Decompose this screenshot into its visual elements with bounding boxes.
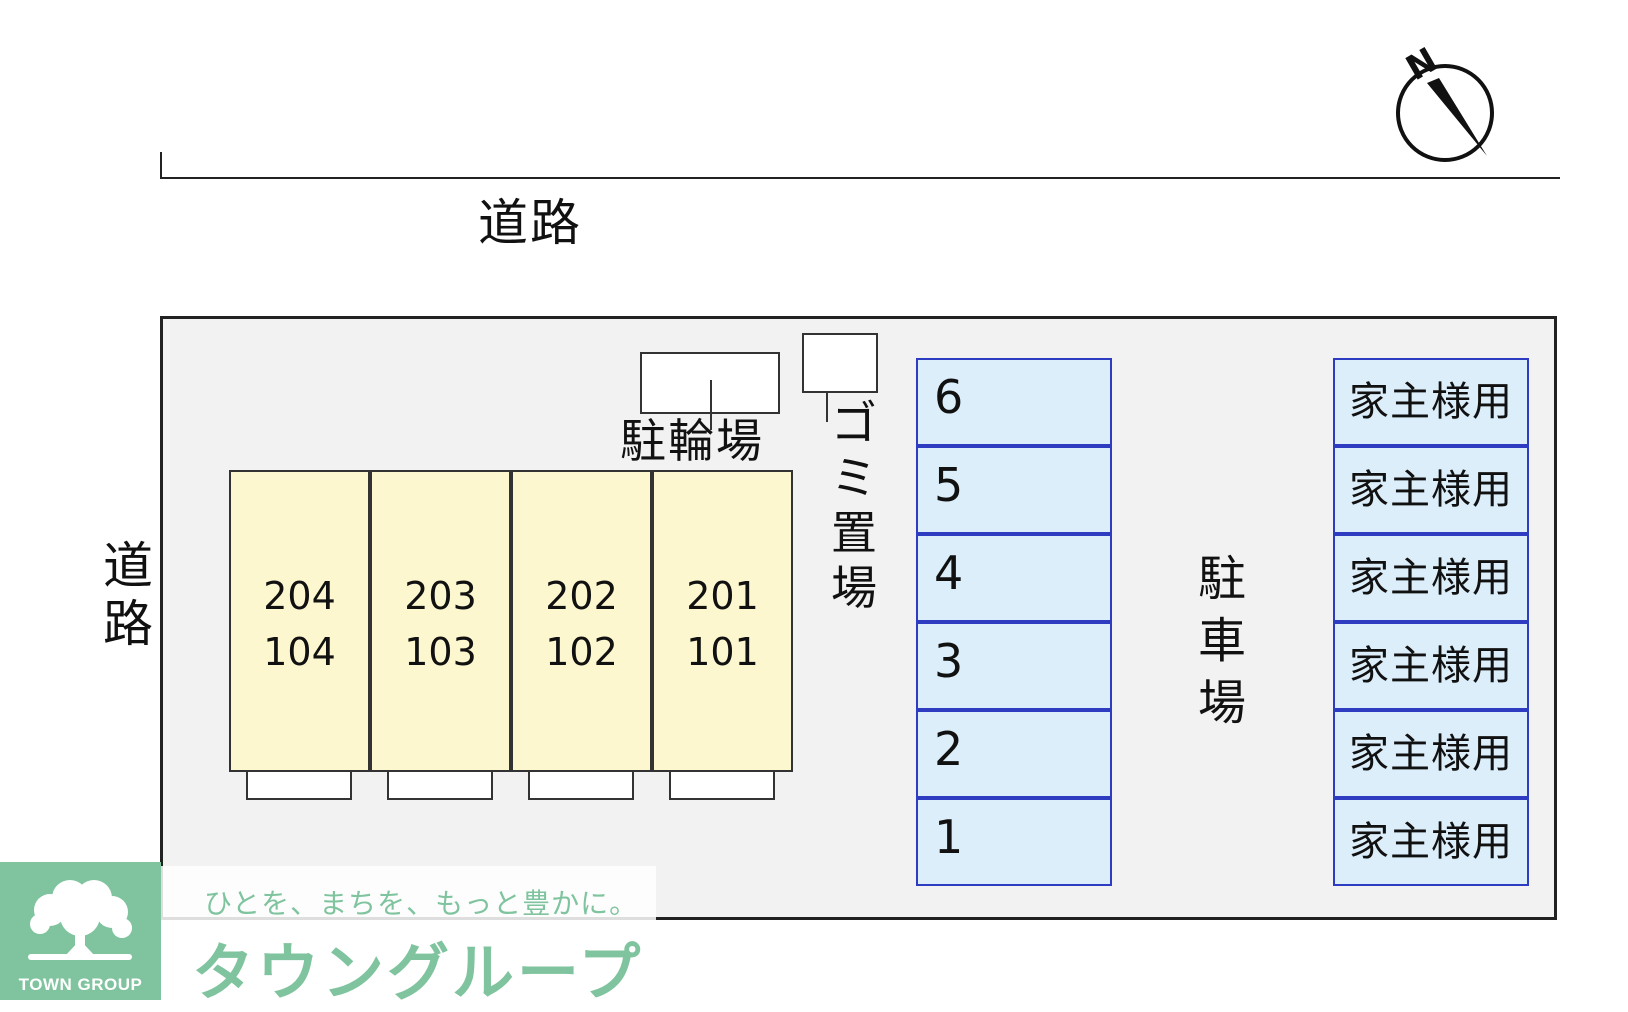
- parking-label-char-3: 場: [1197, 675, 1246, 731]
- balcony: [669, 770, 775, 800]
- unit-201-101[interactable]: 201 101: [652, 470, 793, 772]
- owner-parking-slot[interactable]: 家主様用: [1333, 622, 1529, 710]
- parking-spot-number: 4: [934, 546, 964, 600]
- garbage-area: [802, 333, 878, 393]
- parking-spot-2[interactable]: 2: [916, 710, 1112, 798]
- unit-204-104[interactable]: 204 104: [229, 470, 370, 772]
- parking-spot-number: 1: [934, 810, 964, 864]
- garbage-label-char-3: 置: [831, 506, 877, 560]
- road-left-char-2: 路: [103, 595, 153, 653]
- unit-lower-number: 101: [686, 630, 759, 674]
- unit-202-102[interactable]: 202 102: [511, 470, 652, 772]
- bike-parking-pointer: [710, 380, 712, 430]
- tree-icon: [28, 880, 132, 960]
- balcony: [246, 770, 352, 800]
- unit-lower-number: 103: [404, 630, 477, 674]
- balcony: [528, 770, 634, 800]
- road-left-char-1: 道: [103, 537, 153, 595]
- logo-slogan: ひとを、まちを、もっと豊かに。: [204, 887, 639, 920]
- balcony: [387, 770, 493, 800]
- unit-203-103[interactable]: 203 103: [370, 470, 511, 772]
- logo-company-name: TOWN GROUP: [18, 975, 143, 994]
- road-top-tick: [160, 152, 162, 178]
- parking-label-char-1: 駐: [1197, 551, 1246, 607]
- logo-brand-name: タウングループ: [192, 936, 644, 1009]
- road-top-line: [160, 177, 1560, 179]
- unit-upper-number: 201: [686, 574, 759, 618]
- garbage-label: ゴ ミ 置 場: [826, 396, 882, 616]
- parking-spot-1[interactable]: 1: [916, 798, 1112, 886]
- garbage-label-char-1: ゴ: [831, 396, 877, 450]
- owner-parking-slot[interactable]: 家主様用: [1333, 710, 1529, 798]
- road-top-label: 道路: [478, 194, 582, 252]
- owner-parking-slot[interactable]: 家主様用: [1333, 798, 1529, 886]
- parking-label: 駐 車 場: [1192, 548, 1252, 734]
- garbage-label-char-4: 場: [831, 561, 877, 615]
- unit-lower-number: 104: [263, 630, 336, 674]
- unit-upper-number: 203: [404, 574, 477, 618]
- owner-parking-slot[interactable]: 家主様用: [1333, 534, 1529, 622]
- road-left-label: 道 路: [98, 537, 158, 653]
- unit-upper-number: 204: [263, 574, 336, 618]
- owner-parking-slot[interactable]: 家主様用: [1333, 446, 1529, 534]
- parking-spot-4[interactable]: 4: [916, 534, 1112, 622]
- watermark-background: [161, 866, 656, 1000]
- parking-spot-number: 5: [934, 458, 964, 512]
- unit-upper-number: 202: [545, 574, 618, 618]
- parking-spot-number: 2: [934, 722, 964, 776]
- garbage-label-char-2: ミ: [831, 451, 877, 505]
- parking-label-char-2: 車: [1197, 613, 1246, 669]
- parking-spot-3[interactable]: 3: [916, 622, 1112, 710]
- parking-spot-6[interactable]: 6: [916, 358, 1112, 446]
- compass-icon: N: [1396, 40, 1494, 162]
- garbage-pointer: [826, 392, 828, 422]
- parking-spot-number: 6: [934, 370, 964, 424]
- owner-parking-slot[interactable]: 家主様用: [1333, 358, 1529, 446]
- parking-spot-5[interactable]: 5: [916, 446, 1112, 534]
- unit-lower-number: 102: [545, 630, 618, 674]
- bike-parking-label: 駐輪場: [620, 414, 764, 468]
- parking-spot-number: 3: [934, 634, 964, 688]
